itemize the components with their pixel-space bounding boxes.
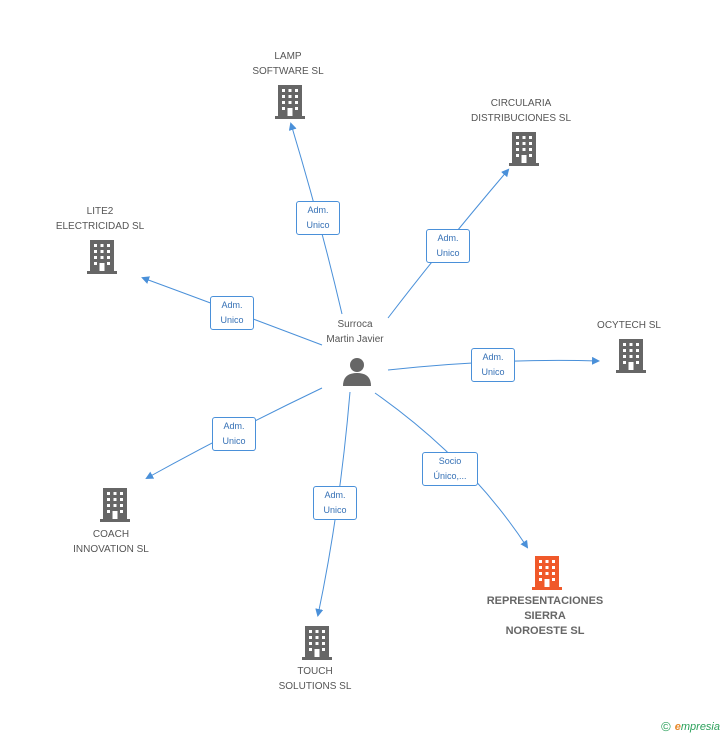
company-label-circularia[interactable]: CIRCULARIA DISTRIBUCIONES SL (470, 98, 572, 124)
relation-label-lamp[interactable]: Adm. Unico (296, 201, 340, 235)
company-label-touch[interactable]: TOUCH SOLUTIONS SL (278, 666, 352, 692)
footer-branding[interactable]: © empresia (661, 719, 720, 734)
company-label-ocytech[interactable]: OCYTECH SL (597, 320, 661, 331)
building-icon[interactable] (302, 626, 332, 665)
building-icon[interactable] (509, 132, 539, 171)
center-person-name: Surroca Martin Javier (326, 319, 384, 345)
company-label-representaciones[interactable]: REPRESENTACIONES SIERRA NOROESTE SL (486, 595, 604, 637)
copyright-icon: © (661, 719, 671, 734)
brand-logo[interactable]: empresia (674, 720, 720, 733)
relation-label-circularia[interactable]: Adm. Unico (426, 229, 470, 263)
building-icon[interactable] (100, 488, 130, 527)
relation-label-ocytech[interactable]: Adm. Unico (471, 348, 515, 382)
relation-label-coach[interactable]: Adm. Unico (212, 417, 256, 451)
building-icon[interactable] (275, 85, 305, 124)
building-icon[interactable] (87, 240, 117, 279)
building-icon-highlighted[interactable] (532, 556, 562, 595)
building-icon[interactable] (616, 339, 646, 378)
relation-label-representaciones[interactable]: Socio Único,... (422, 452, 478, 486)
company-label-coach[interactable]: COACH INNOVATION SL (73, 529, 149, 555)
company-label-lamp[interactable]: LAMP SOFTWARE SL (252, 51, 324, 77)
person-icon[interactable] (342, 356, 372, 391)
relation-label-lite2[interactable]: Adm. Unico (210, 296, 254, 330)
company-label-lite2[interactable]: LITE2 ELECTRICIDAD SL (55, 206, 145, 232)
relation-label-touch[interactable]: Adm. Unico (313, 486, 357, 520)
